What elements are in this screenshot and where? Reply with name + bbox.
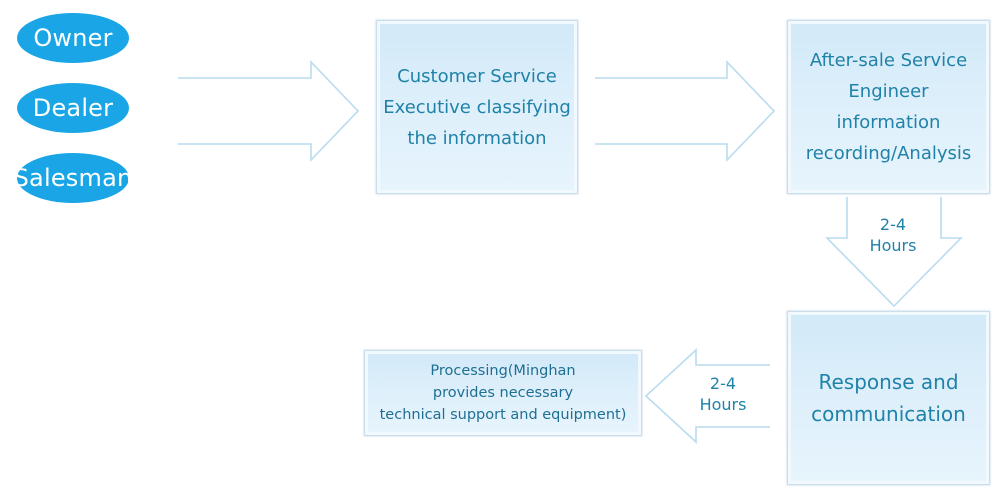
arrow-down <box>825 197 963 308</box>
customer-service-box: Customer Service Executive classifying t… <box>376 20 578 194</box>
duration-down-unit: Hours <box>869 236 917 255</box>
processing-line-1: Processing(Minghan <box>430 363 576 379</box>
processing-box: Processing(Minghan provides necessary te… <box>364 350 642 436</box>
engineer-line-2: Engineer <box>848 81 929 102</box>
duration-down-label: 2-4 Hours <box>858 214 928 256</box>
engineer-analysis-box: After-sale Service Engineer information … <box>787 20 990 194</box>
arrow-left <box>644 348 770 444</box>
source-owner-oval: Owner <box>17 13 129 63</box>
duration-down-value: 2-4 <box>879 215 907 234</box>
source-dealer-oval: Dealer <box>17 83 129 133</box>
engineer-line-4: recording/Analysis <box>805 143 972 164</box>
source-dealer-label: Dealer <box>32 94 114 122</box>
customer-service-line-1: Customer Service <box>397 65 557 87</box>
customer-service-line-2: Executive classifying <box>383 96 571 118</box>
source-salesman-oval: Salesman <box>14 153 132 203</box>
engineer-line-1: After-sale Service <box>809 50 968 71</box>
source-owner-label: Owner <box>33 24 113 52</box>
duration-left-label: 2-4 Hours <box>688 373 758 415</box>
customer-service-line-3: the information <box>407 127 547 149</box>
engineer-line-3: information <box>836 112 941 133</box>
duration-left-unit: Hours <box>699 395 747 414</box>
response-box: Response and communication <box>787 311 990 485</box>
processing-line-3: technical support and equipment) <box>379 407 627 423</box>
processing-line-2: provides necessary <box>432 385 574 401</box>
arrow-right-2 <box>595 60 776 162</box>
response-line-2: communication <box>811 402 966 426</box>
duration-left-value: 2-4 <box>709 374 737 393</box>
response-line-1: Response and <box>818 370 959 394</box>
arrow-right-1 <box>178 60 360 162</box>
source-salesman-label: Salesman <box>13 164 133 192</box>
